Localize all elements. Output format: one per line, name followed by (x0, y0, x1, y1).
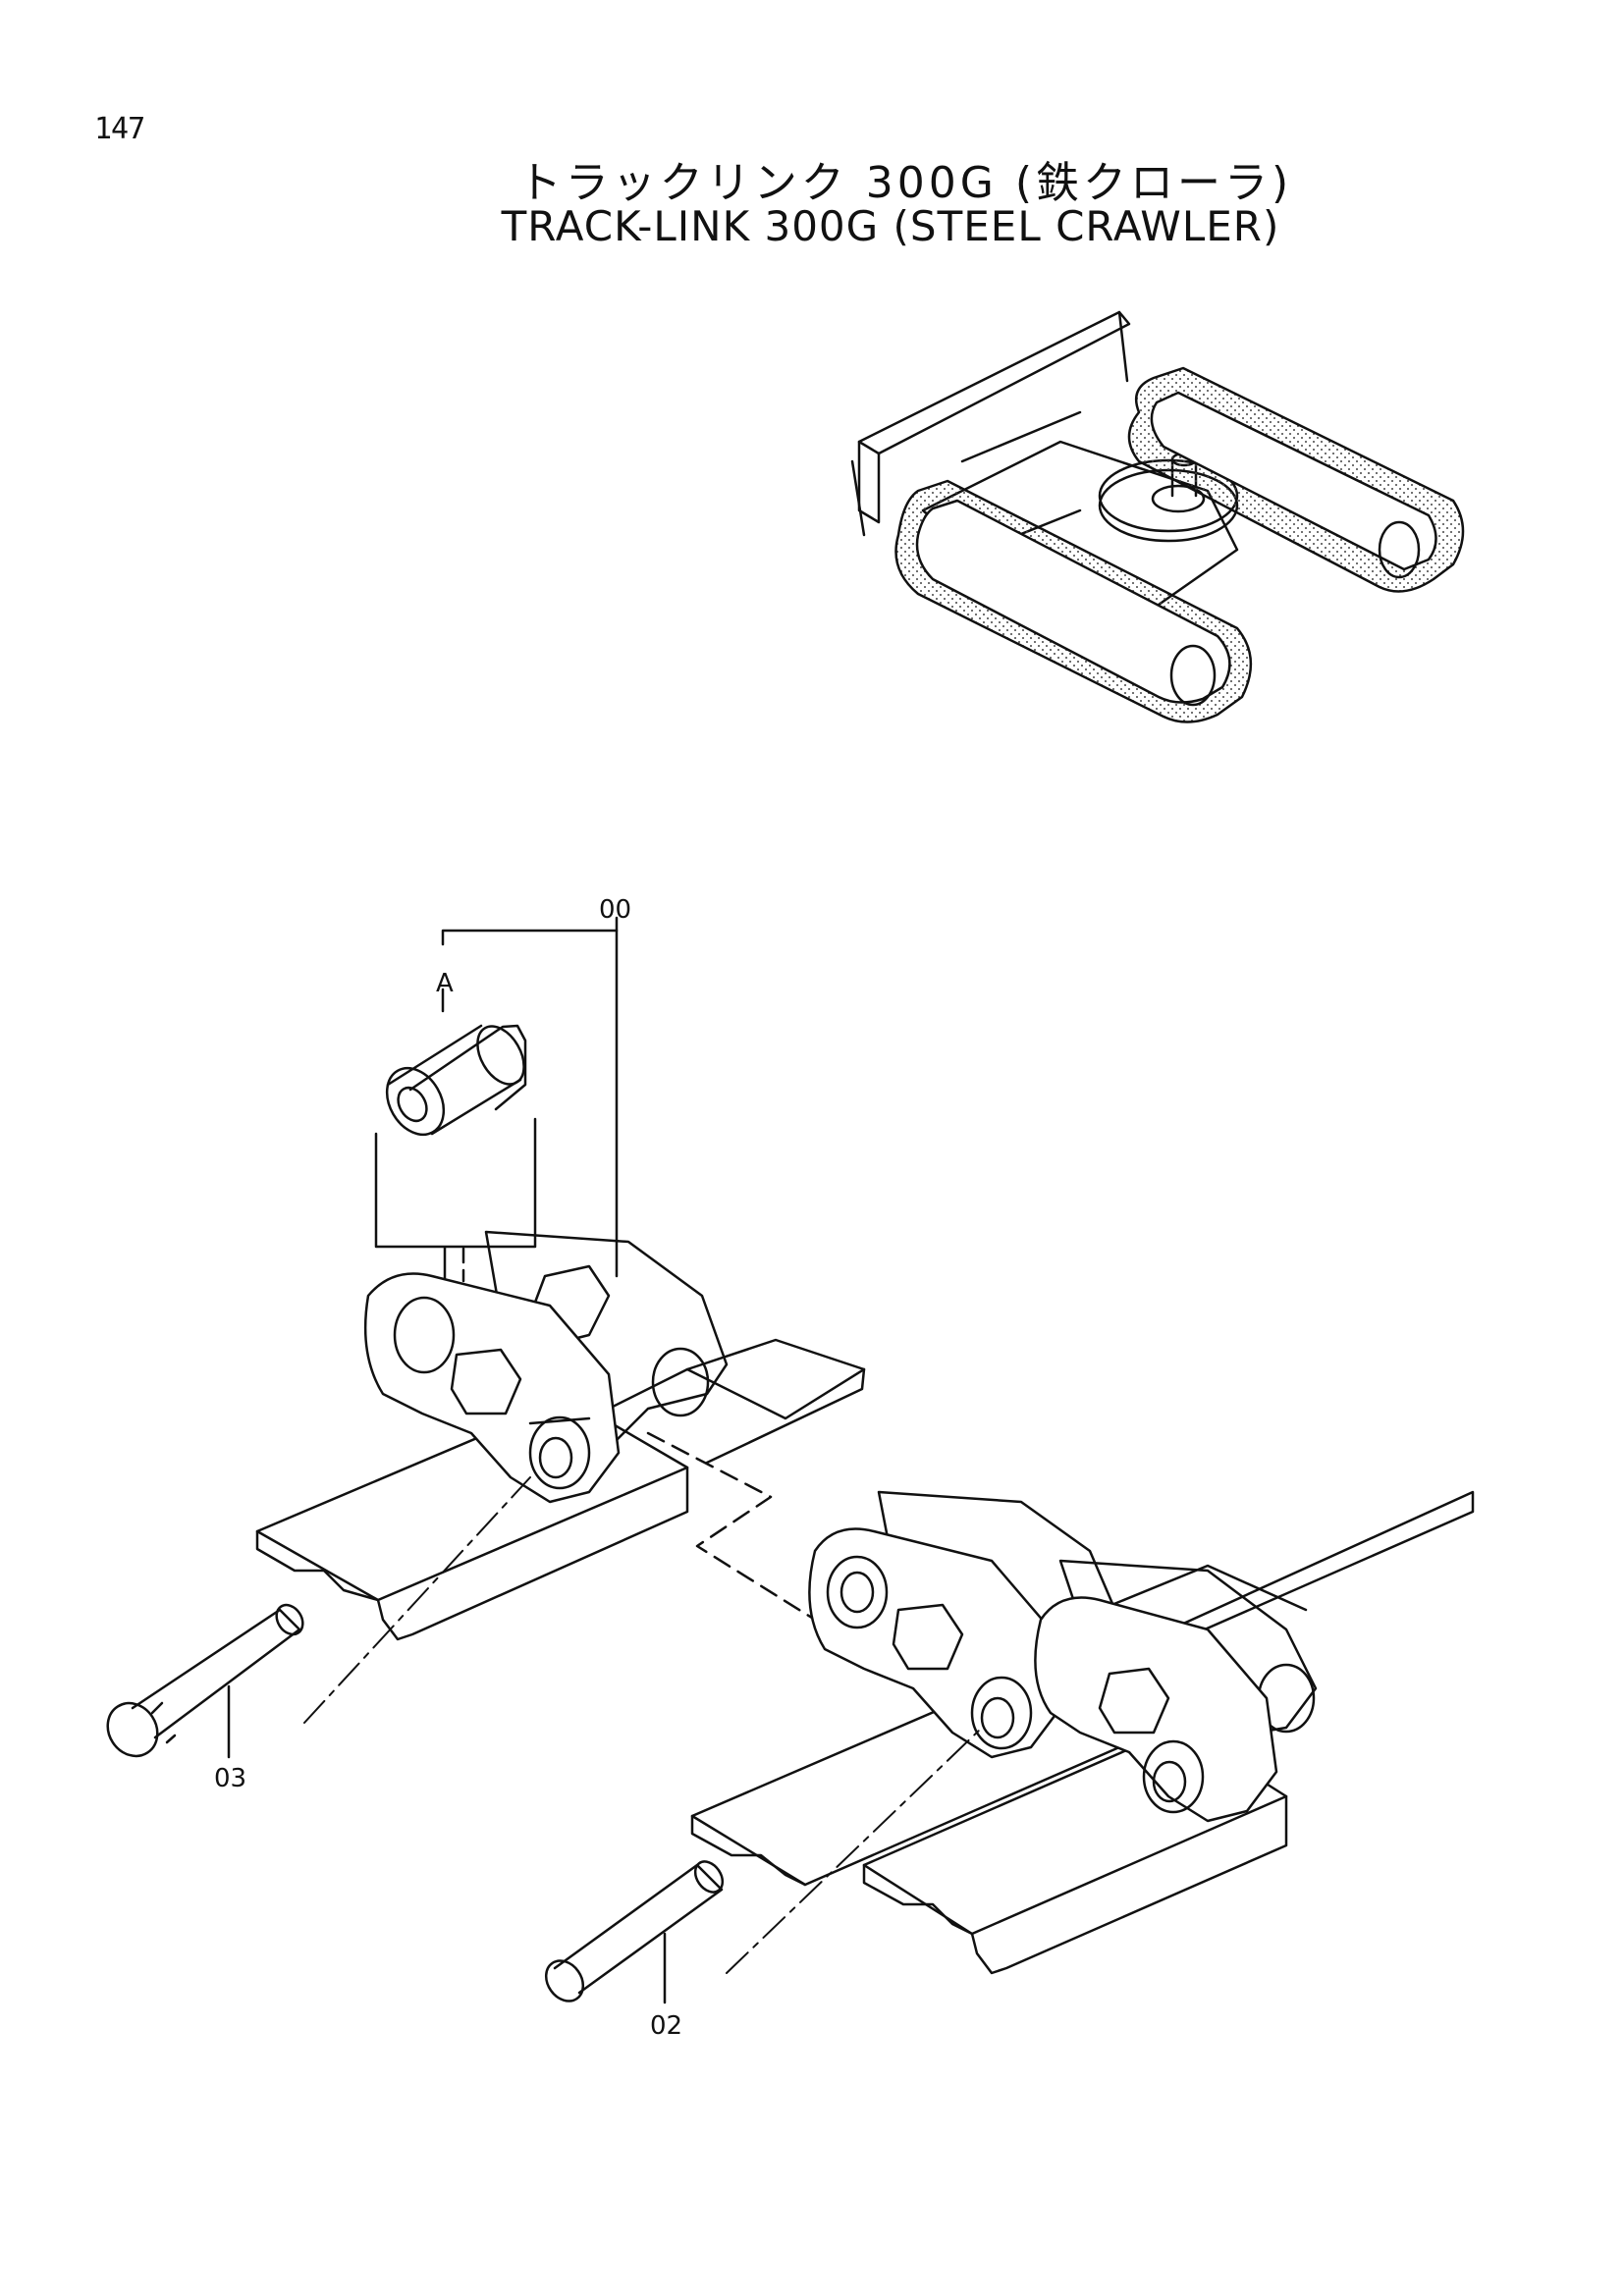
callout-pin-left: 03 (214, 1764, 246, 1793)
undercarriage-overview-illustration (850, 310, 1465, 723)
upper-link-assembly (255, 1230, 866, 1724)
lower-link-assembly (690, 1490, 1475, 1975)
assembly-callout-lines (441, 916, 619, 1278)
title-japanese: トラックリンク 300G (鉄クローラ) (517, 158, 1293, 208)
pin-03-part (106, 1603, 304, 1759)
callout-detail: A (436, 969, 454, 998)
page-number: 147 (94, 112, 145, 146)
pin-02-part (544, 1860, 725, 2004)
title-english: TRACK-LINK 300G (STEEL CRAWLER) (501, 202, 1280, 250)
callout-assembly: 00 (599, 895, 631, 925)
callout-pin-right: 02 (650, 2011, 682, 2041)
